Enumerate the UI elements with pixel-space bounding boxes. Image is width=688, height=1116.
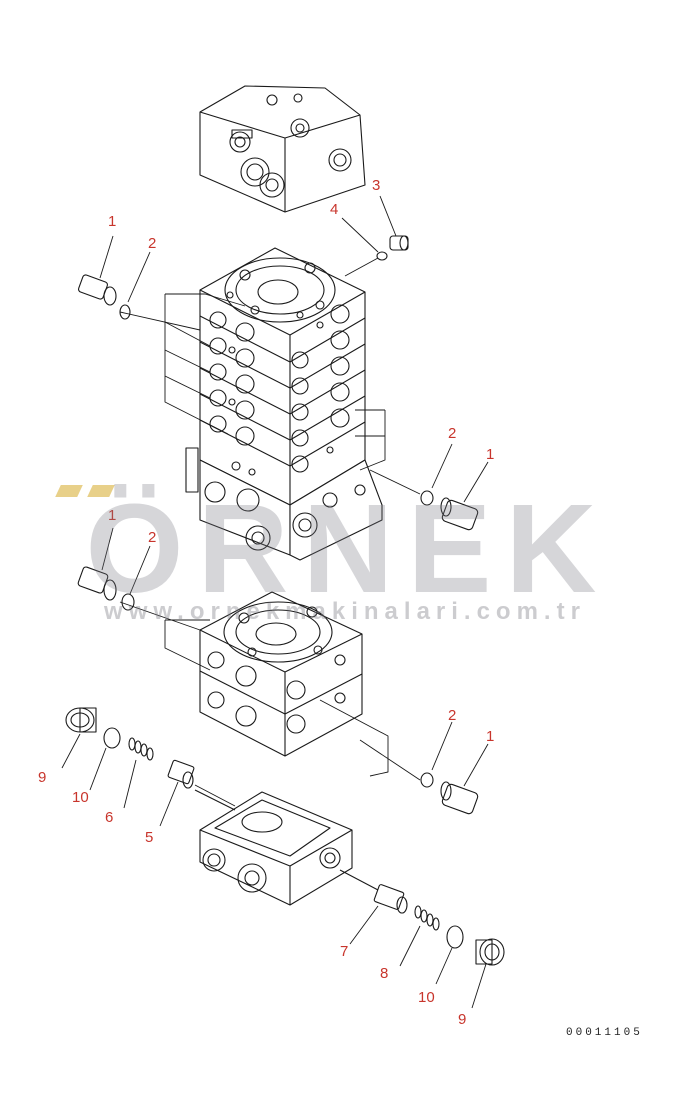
callout-leaders [61,195,489,1009]
o-ring-right-upper [420,490,434,506]
callout-1: 1 [108,213,116,230]
callout-4: 4 [330,201,338,218]
plug-9-left [65,707,97,733]
callout-2: 2 [448,707,456,724]
drawing-number: 00011105 [566,1027,643,1039]
upper-valve-stack [185,247,383,561]
callout-9: 9 [458,1011,466,1028]
callout-8: 8 [380,965,388,982]
callout-2: 2 [148,235,156,252]
callout-9: 9 [38,769,46,786]
spool-7 [373,884,408,914]
plug-9-right [475,938,505,966]
callout-3: 3 [372,177,380,194]
callout-6: 6 [105,809,113,826]
bottom-end-block [194,789,379,906]
o-ring-10-right [446,925,464,949]
relief-valve-plug-left-lower [77,566,117,601]
callout-7: 7 [340,943,348,960]
relief-valve-plug-right-upper [440,497,479,531]
callout-10: 10 [72,789,89,806]
o-ring-10-left [103,727,121,749]
spool-5 [167,759,195,789]
spring-8 [414,905,440,931]
top-cover-block [199,85,366,213]
leader-spool-5 [194,784,236,807]
upper-leader-lines [119,257,421,495]
o-ring-4 [376,251,388,261]
o-ring-top-left [119,304,131,320]
callout-2: 2 [148,529,156,546]
callout-10: 10 [418,989,435,1006]
o-ring-left-lower [121,593,135,611]
relief-valve-plug-right-lower [440,781,479,815]
callout-1: 1 [486,446,494,463]
plug-3 [389,235,409,251]
callout-5: 5 [145,829,153,846]
lower-valve-stack [199,591,363,757]
relief-valve-plug-top-left [78,274,117,306]
callout-1: 1 [486,728,494,745]
callout-2: 2 [448,425,456,442]
o-ring-right-lower [420,772,434,788]
callout-1: 1 [108,507,116,524]
spring-6 [128,737,154,761]
callout-labels: 1 2 3 4 2 1 1 2 2 1 9 10 6 5 7 8 10 9 [38,177,494,1028]
